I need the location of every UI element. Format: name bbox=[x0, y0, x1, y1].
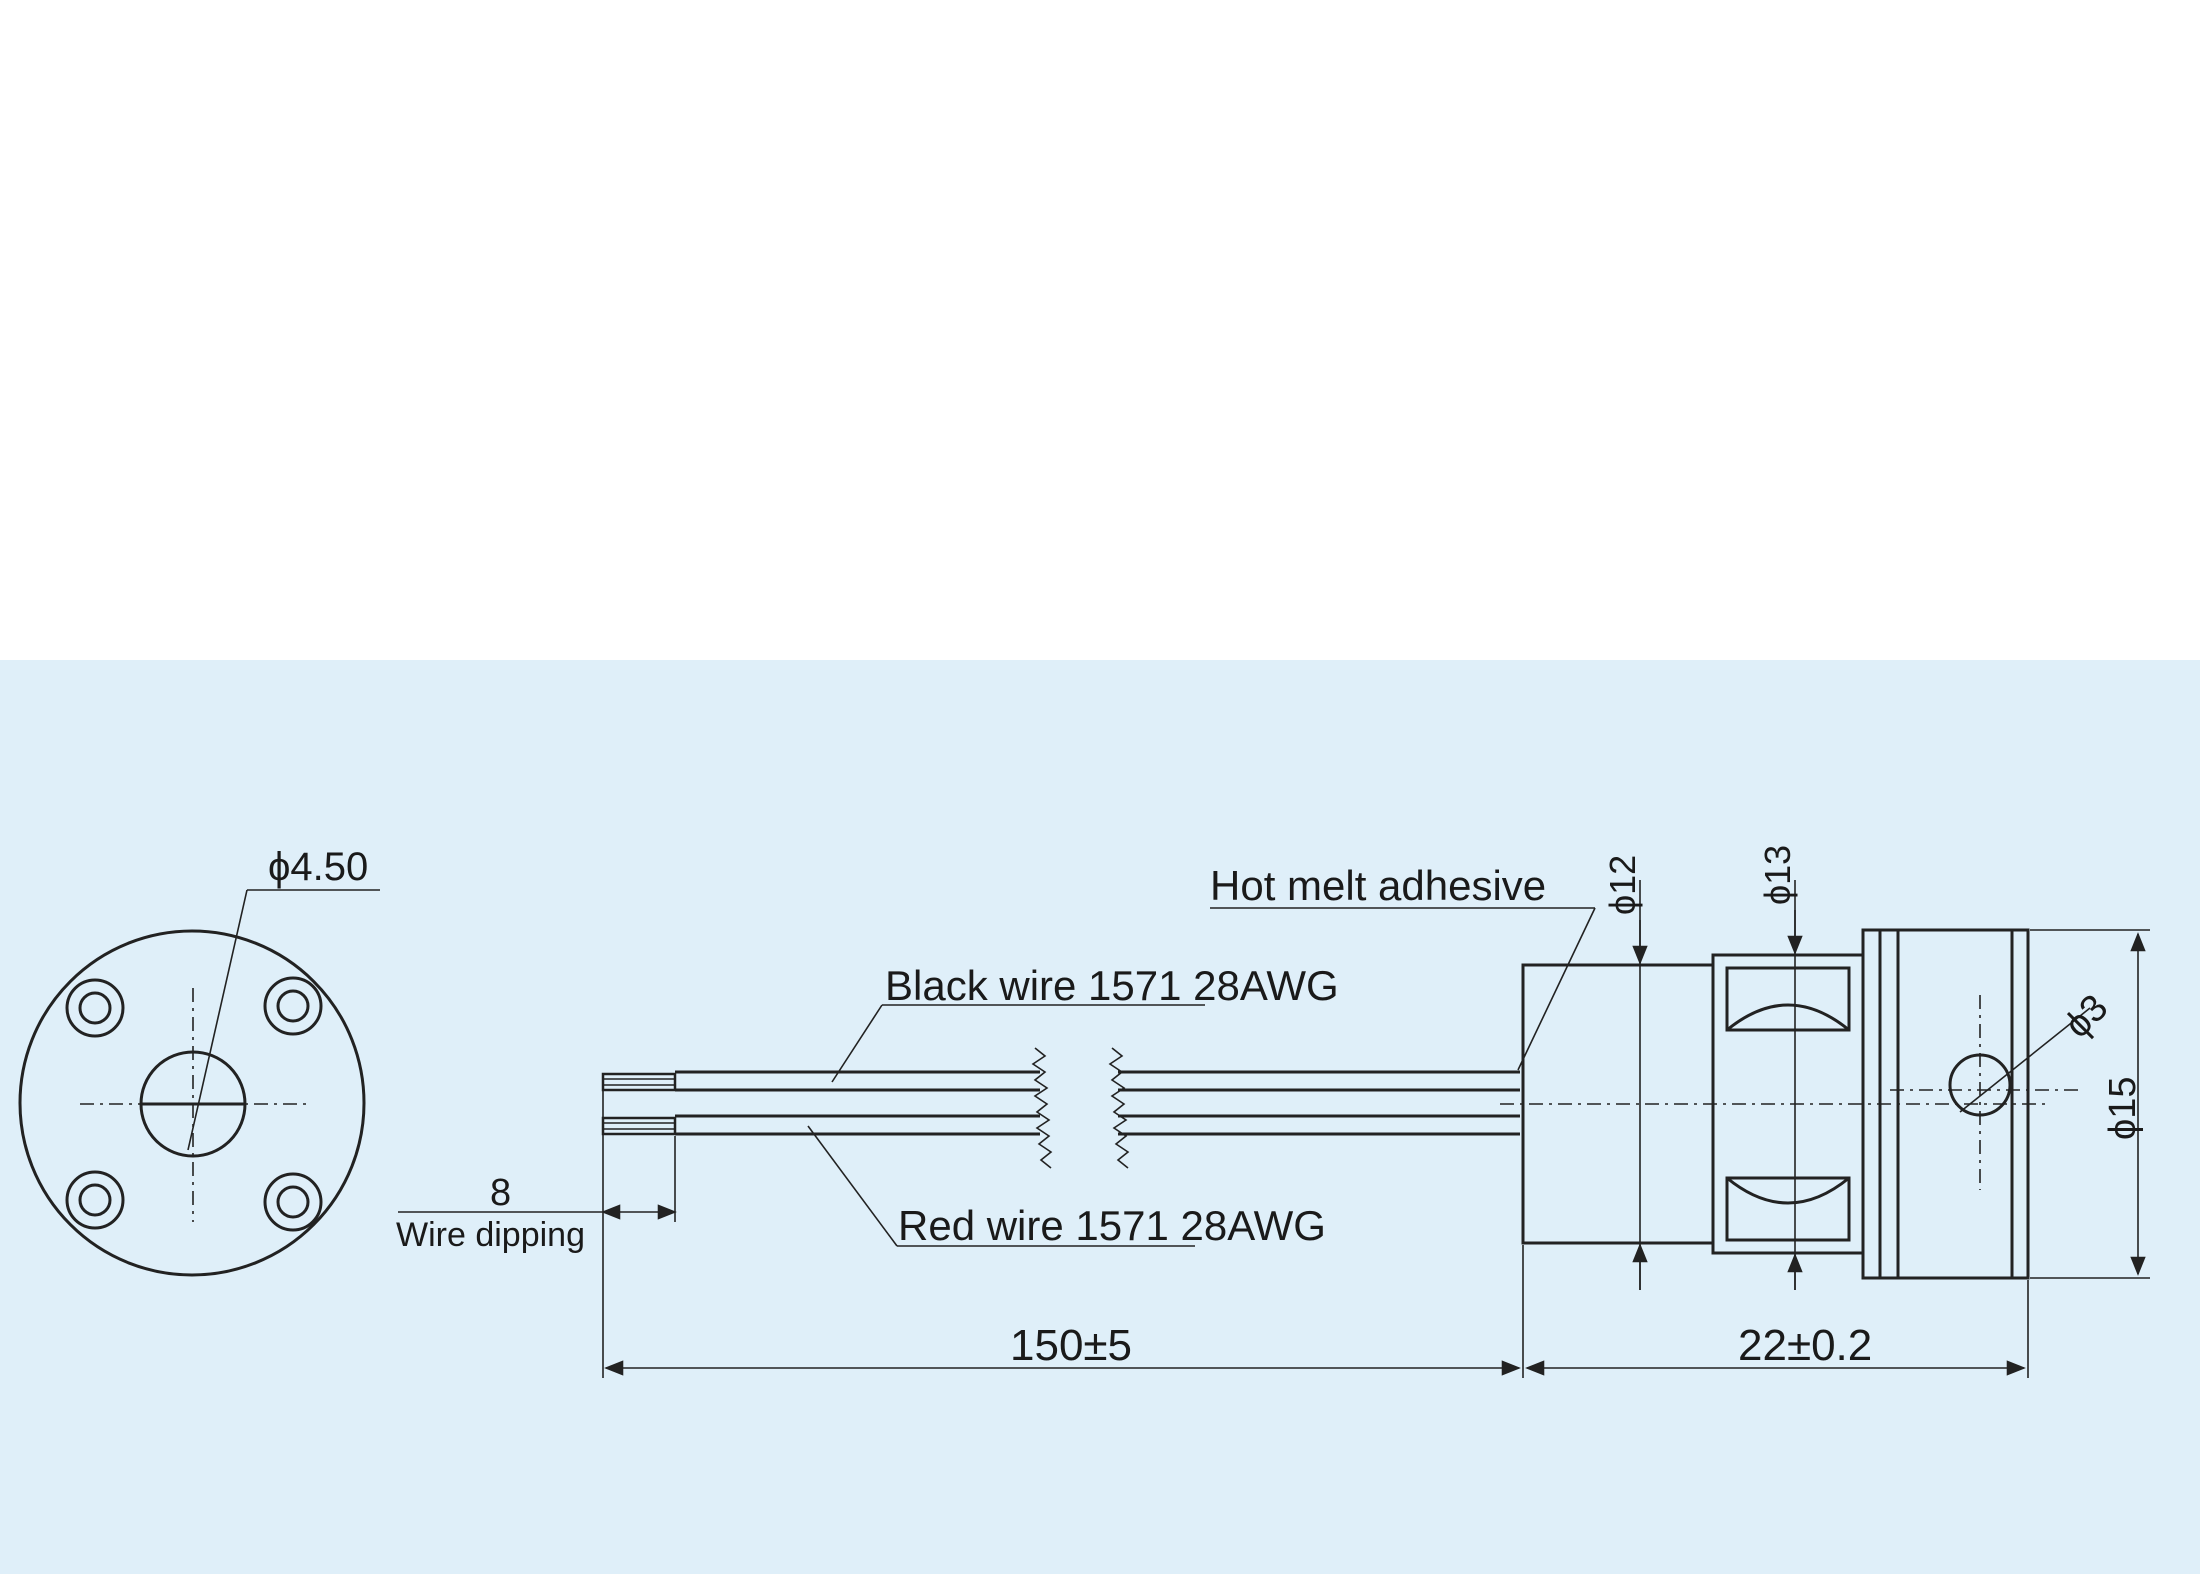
dia-3-label: ϕ3 bbox=[2057, 987, 2117, 1047]
end-view bbox=[18, 889, 380, 1277]
red-wire-label: Red wire 1571 28AWG bbox=[898, 1202, 1326, 1249]
black-wire-label: Black wire 1571 28AWG bbox=[885, 962, 1339, 1009]
wire-length-dimension: 150±5 bbox=[1010, 1321, 1132, 1370]
body-length-dimension: 22±0.2 bbox=[1738, 1321, 1872, 1370]
dia-12-label: ϕ12 bbox=[1602, 855, 1643, 915]
dia-13-label: ϕ13 bbox=[1757, 845, 1798, 905]
wire-dipping-value: 8 bbox=[490, 1172, 511, 1214]
dia-15-label: ϕ15 bbox=[2102, 1076, 2144, 1140]
hole-diameter-label: ϕ4.50 bbox=[268, 845, 368, 889]
drawing-panel bbox=[0, 660, 2200, 1574]
wires bbox=[601, 1047, 1520, 1169]
sensor-body bbox=[1500, 928, 2080, 1280]
wire-dipping-label: Wire dipping bbox=[396, 1216, 585, 1254]
hot-melt-adhesive-label: Hot melt adhesive bbox=[1210, 862, 1546, 909]
dimension-lines bbox=[398, 880, 2150, 1378]
